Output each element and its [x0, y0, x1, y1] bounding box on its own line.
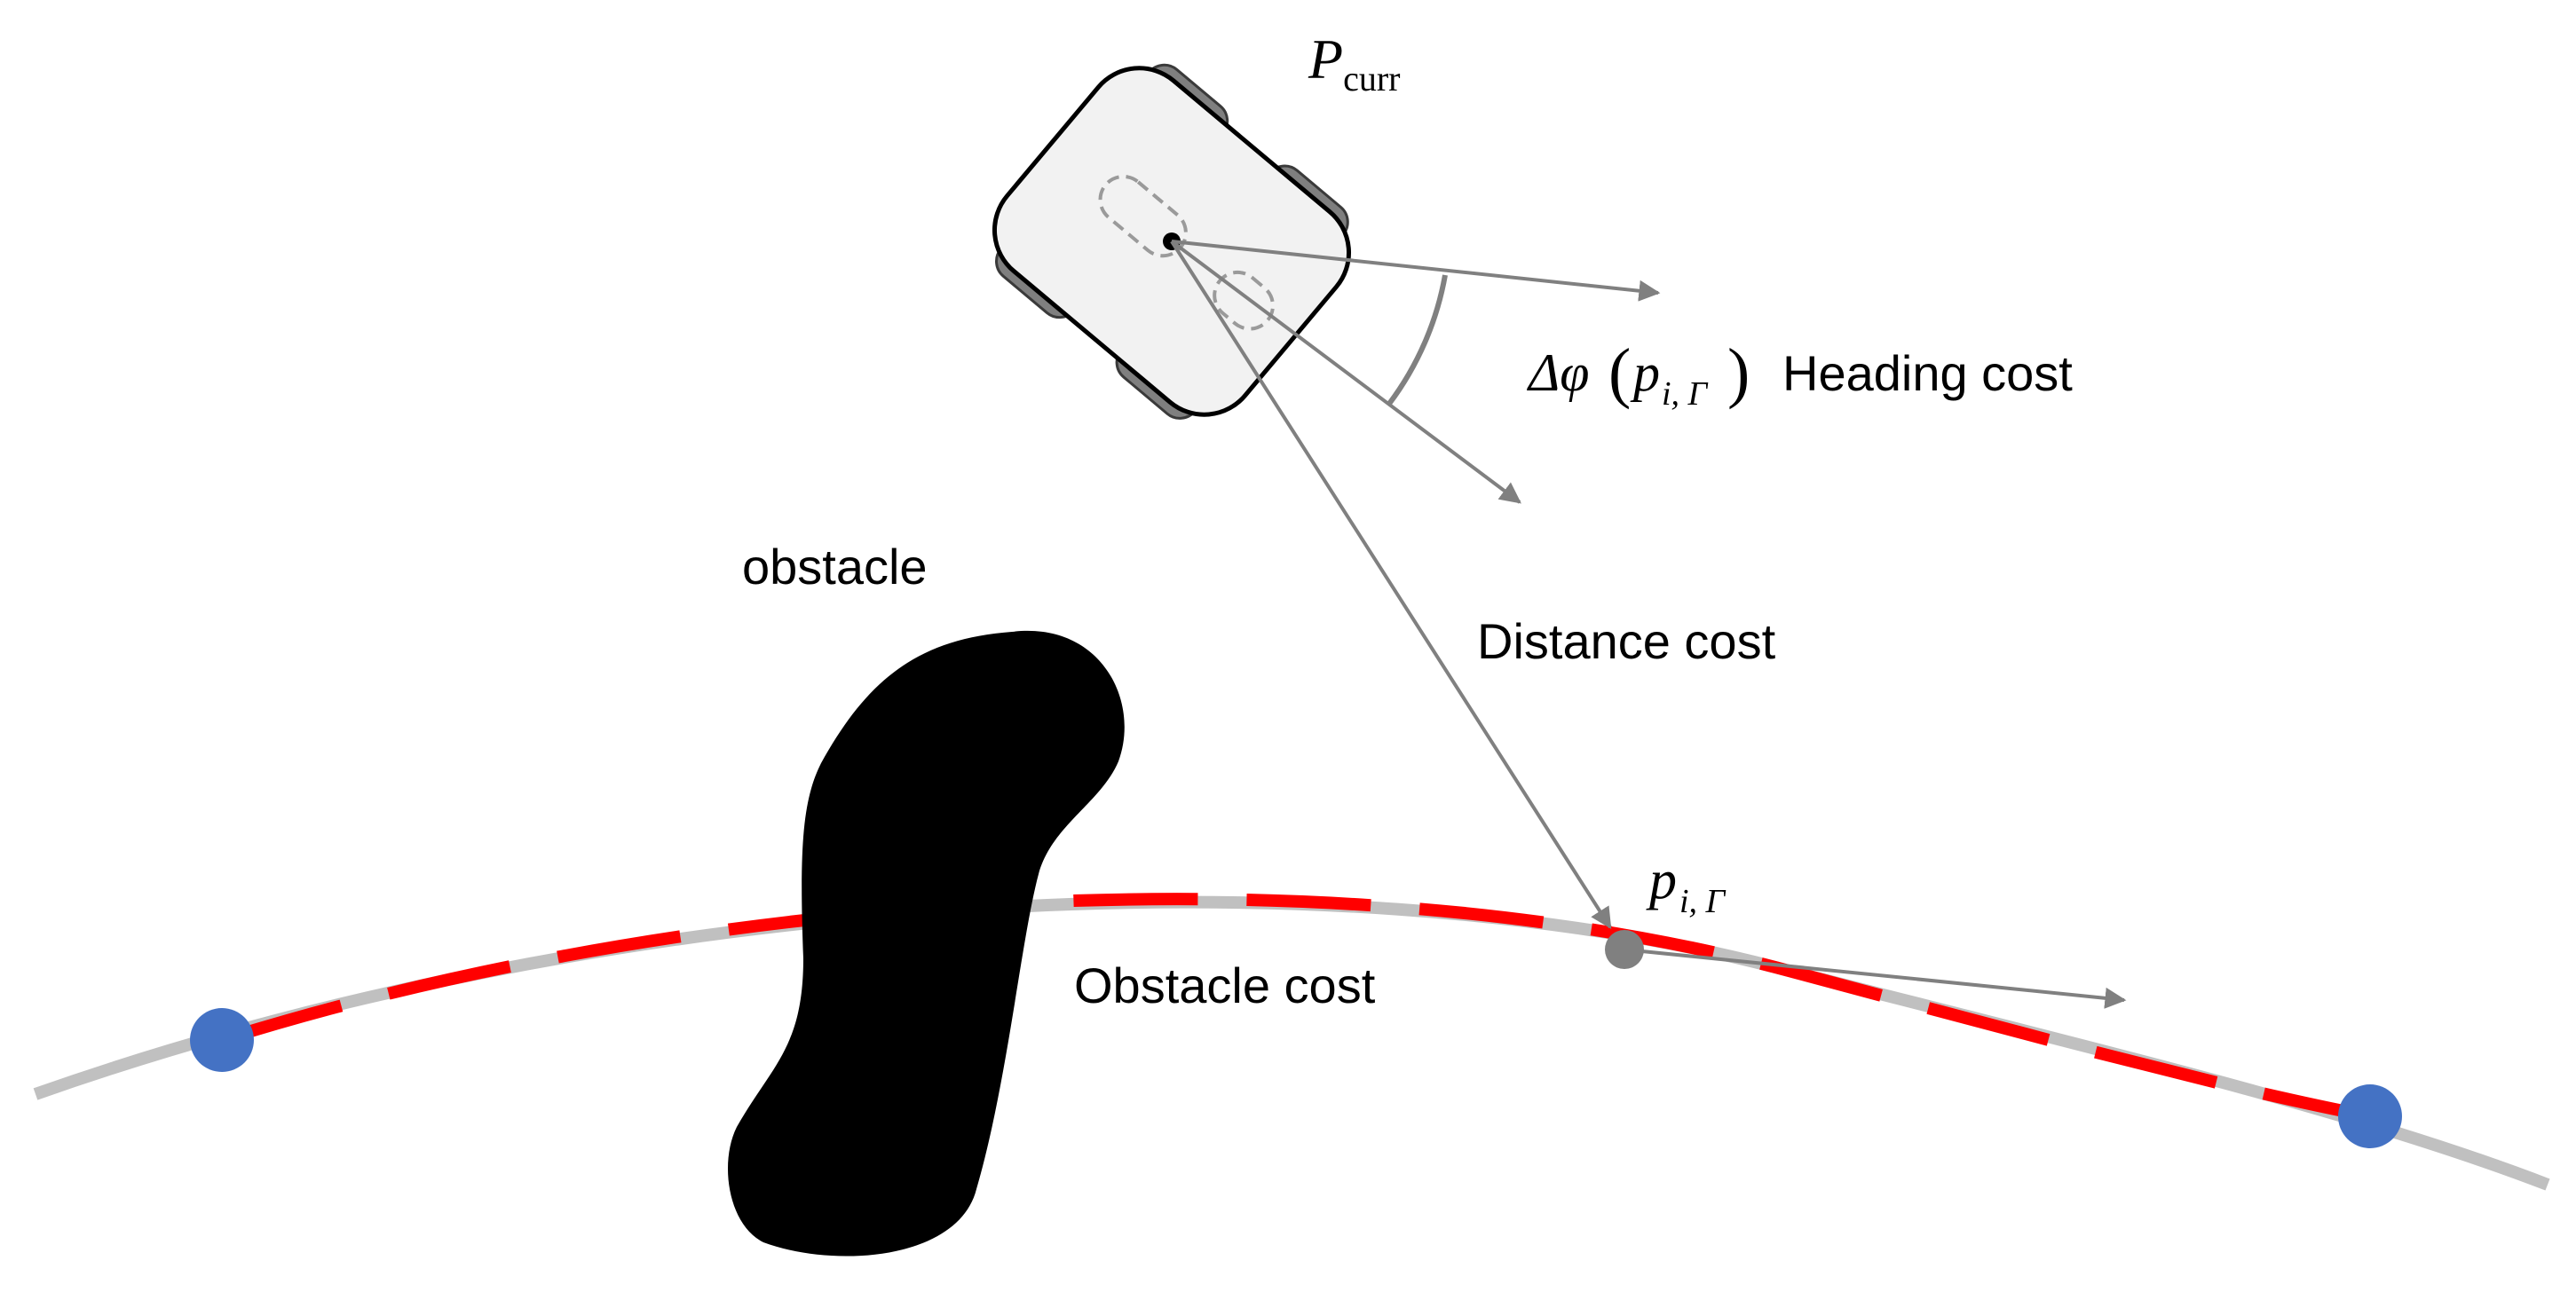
svg-text:p: p [1630, 343, 1660, 402]
heading-p-subscript: i, Γ [1662, 375, 1709, 413]
heading-formula: Δφ ( p i, Γ ) [1527, 335, 1750, 413]
svg-text:(: ( [1608, 335, 1631, 410]
heading-p-symbol: p [1630, 343, 1660, 402]
svg-text:i, Γ: i, Γ [1679, 883, 1727, 920]
obstacle-cost-label: Obstacle cost [1074, 957, 1376, 1013]
waypoint-end [2338, 1084, 2402, 1148]
distance-arrow [1170, 240, 1612, 930]
target-point-label: p i, Γ [1646, 850, 1727, 920]
delta-phi-symbol: Δφ [1527, 343, 1589, 402]
obstacle-cost-path-dashes [219, 893, 2372, 1123]
robot-sensor-rear [1213, 270, 1275, 331]
waypoint-start [190, 1008, 254, 1072]
path-tangent-arrow [1624, 948, 2127, 1009]
distance-cost-label: Distance cost [1477, 613, 1776, 669]
heading-target-arrow [1171, 240, 1661, 302]
obstacle-label: obstacle [742, 539, 928, 595]
robot-heading-arrow [1170, 240, 1521, 504]
reference-path [33, 895, 2550, 1191]
heading-cost-label: Heading cost [1782, 345, 2073, 401]
target-path-point [1605, 930, 1644, 969]
svg-text:): ) [1727, 335, 1750, 410]
heading-angle-arc [1387, 274, 1448, 406]
svg-text:p: p [1646, 850, 1677, 910]
svg-text:i, Γ: i, Γ [1662, 375, 1709, 413]
obstacle-blob [728, 630, 1125, 1257]
svg-text:Δφ: Δφ [1527, 343, 1589, 402]
p-curr-label: Pcurr [1308, 28, 1401, 98]
